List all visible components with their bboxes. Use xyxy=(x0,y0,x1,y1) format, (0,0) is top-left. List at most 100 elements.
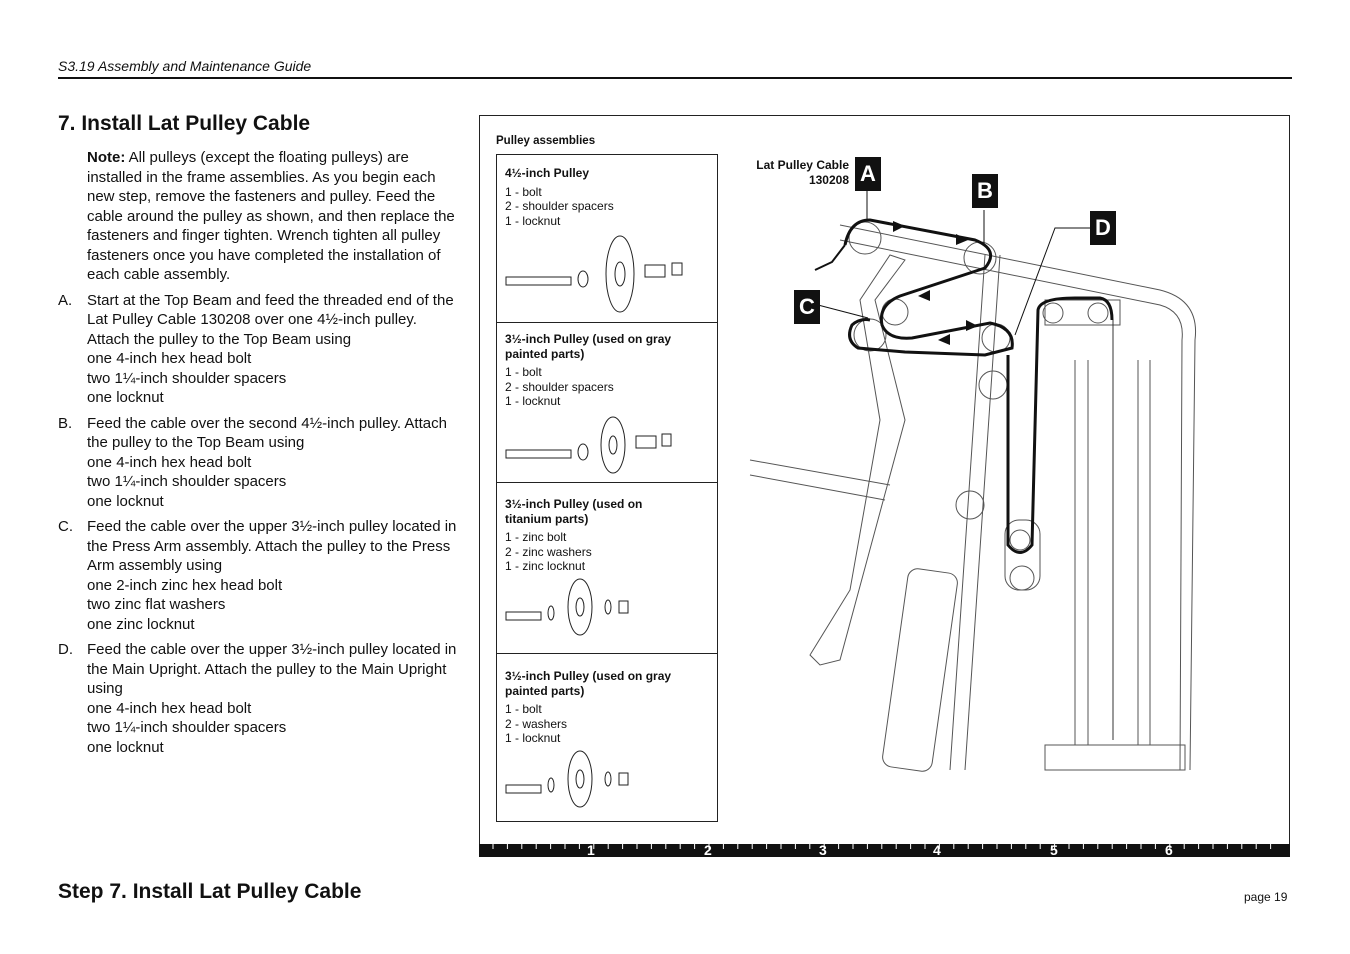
locknut xyxy=(618,600,629,614)
assembly-item: 2 - shoulder spacers xyxy=(505,379,614,394)
washer xyxy=(604,599,612,615)
bolt xyxy=(505,784,542,794)
assembly-name: 4½-inch Pulley xyxy=(505,166,590,180)
bolt xyxy=(505,449,572,459)
step-part: one zinc locknut xyxy=(87,615,195,633)
guide-rods xyxy=(1074,360,1151,745)
page-number: page 19 xyxy=(1244,890,1288,904)
assembly-item: 2 - shoulder spacers xyxy=(505,199,614,213)
assembly-item: 2 - zinc washers xyxy=(505,544,592,559)
cable-arrows xyxy=(893,221,978,345)
spacer xyxy=(644,264,666,278)
pulley-hub xyxy=(608,435,618,455)
assembly-item: 1 - bolt xyxy=(505,702,542,716)
step-text: Feed the cable over the upper 3½-inch pu… xyxy=(87,641,457,697)
parts-4-5-pulley xyxy=(505,235,683,313)
parts-3-5-pulley-titanium xyxy=(505,578,629,636)
step-part: one locknut xyxy=(87,738,164,756)
step-text: Feed the cable over the second 4½-inch p… xyxy=(87,414,447,452)
pulley-float xyxy=(1009,529,1031,551)
pulley-assemblies-panel: 4½-inch Pulley 1 - bolt 2 - shoulder spa… xyxy=(496,154,718,822)
assembly-item: 2 - washers xyxy=(505,716,568,731)
cable-down xyxy=(1006,296,1114,554)
step-c: C. Feed the cable over the upper 3½-inch… xyxy=(58,517,458,634)
step-part: one locknut xyxy=(87,389,164,406)
ruler-number: 4 xyxy=(933,842,941,858)
callout-b: B xyxy=(972,174,998,208)
pulley-top-1 xyxy=(1042,302,1064,324)
assembly-name: 3½-inch Pulley (used on gray painted par… xyxy=(505,332,672,361)
pulley-wheel xyxy=(600,416,626,474)
panel-divider xyxy=(497,482,717,483)
assembly-item: 1 - bolt xyxy=(505,184,542,199)
section-title: 7. Install Lat Pulley Cable xyxy=(58,112,311,135)
washer xyxy=(604,771,612,787)
ruler-ticks xyxy=(492,844,1272,849)
pulley-low xyxy=(1009,565,1035,591)
pulley-a xyxy=(848,221,882,255)
running-header: S3.19 Assembly and Maintenance Guide xyxy=(58,58,312,74)
assembly-item: 1 - locknut xyxy=(505,213,561,228)
instructions: Note: All pulleys (except the floating p… xyxy=(58,148,458,763)
arrow xyxy=(918,290,930,301)
note-label: Note: xyxy=(87,149,126,166)
bolt xyxy=(505,611,542,621)
top-beam xyxy=(839,224,1197,771)
pulley-mid xyxy=(955,490,985,520)
pulley-wheel xyxy=(567,750,593,808)
ruler-number: 5 xyxy=(1050,842,1058,858)
pulley-top-2 xyxy=(1087,302,1109,324)
pulley-wheel xyxy=(605,235,635,313)
step-a: A. Start at the Top Beam and feed the th… xyxy=(58,291,458,408)
step-b: B. Feed the cable over the second 4½-inc… xyxy=(58,414,458,512)
leader-c xyxy=(817,304,869,319)
pulley-hub xyxy=(575,769,585,789)
step-letter: C. xyxy=(58,518,73,535)
pulley-c2 xyxy=(881,298,909,326)
note-text: All pulleys (except the floating pulleys… xyxy=(87,149,455,283)
assembly-3-5-pulley-gray-2: 3½-inch Pulley (used on gray painted par… xyxy=(505,669,705,746)
header-rule xyxy=(58,77,1292,79)
spacer xyxy=(635,435,657,449)
assembly-item: 1 - zinc locknut xyxy=(505,559,586,573)
arrow xyxy=(893,221,905,232)
step-text: Feed the cable over the upper 3½-inch pu… xyxy=(87,518,457,574)
cable-part-number: 130208 xyxy=(808,173,849,187)
ruler-number: 3 xyxy=(819,842,827,858)
step-d: D. Feed the cable over the upper 3½-inch… xyxy=(58,640,458,757)
top-plate xyxy=(1044,299,1121,326)
footer-title: Step 7. Install Lat Pulley Cable xyxy=(58,880,362,903)
assembly-item: 1 - bolt xyxy=(505,365,542,379)
lat-cable xyxy=(814,218,1114,554)
callout-d: D xyxy=(1090,211,1116,245)
weight-base xyxy=(1044,744,1186,771)
step-letter: A. xyxy=(58,291,73,309)
parts-3-5-pulley-gray-2 xyxy=(505,750,629,808)
callout-c: C xyxy=(794,290,820,324)
leader-d xyxy=(1014,227,1090,336)
pulley-hub xyxy=(575,597,585,617)
pulley-hub xyxy=(614,261,626,287)
step-text: Start at the Top Beam and feed the threa… xyxy=(87,291,454,348)
arrow xyxy=(966,320,978,331)
ruler-number: 1 xyxy=(587,842,595,858)
note-paragraph: Note: All pulleys (except the floating p… xyxy=(58,148,458,285)
locknut xyxy=(671,262,683,276)
cable-end xyxy=(814,244,846,271)
assembly-item: 1 - zinc bolt xyxy=(505,530,567,544)
assembly-item: 1 - locknut xyxy=(505,394,561,408)
assembly-item: 1 - locknut xyxy=(505,731,561,745)
step-part: one 4-inch hex head bolt xyxy=(87,350,252,367)
bolt xyxy=(505,276,572,286)
pulley-d2 xyxy=(978,370,1008,400)
cable-main xyxy=(843,218,1014,357)
callout-a: A xyxy=(855,157,881,191)
seat-pad xyxy=(882,568,958,772)
washer xyxy=(547,605,555,621)
step-letter: B. xyxy=(58,414,73,432)
step-part: one 2-inch zinc hex head bolt xyxy=(87,576,283,594)
washer xyxy=(547,777,555,793)
panel-divider xyxy=(497,653,717,654)
step-part: one 4-inch hex head bolt xyxy=(87,453,252,471)
arrow xyxy=(956,234,968,245)
